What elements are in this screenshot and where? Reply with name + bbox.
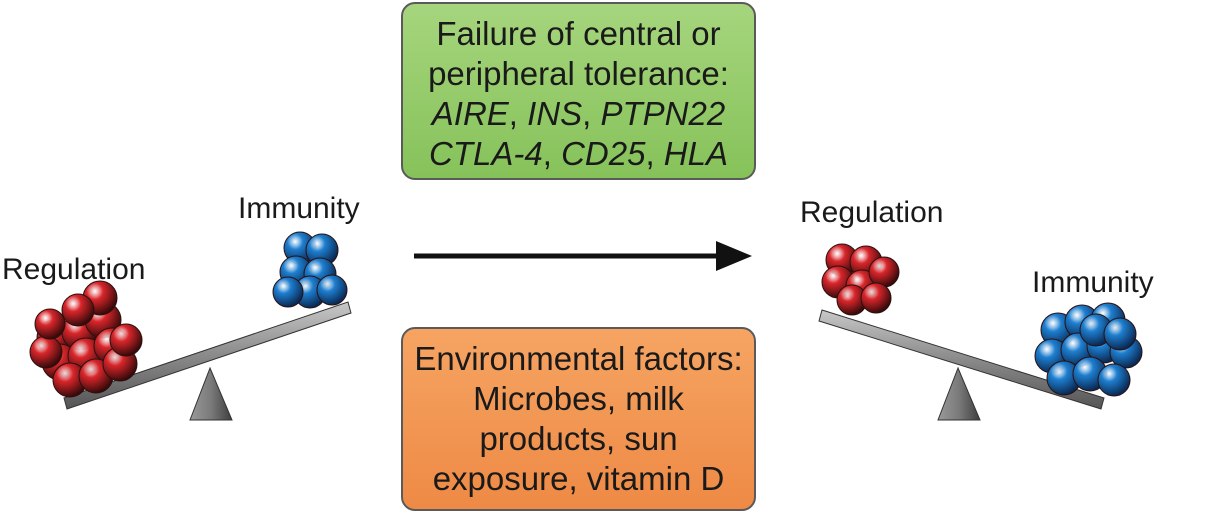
genetic-genes-row-1: AIRE, INS, PTPN22 bbox=[431, 95, 726, 132]
gene-ins: INS bbox=[527, 95, 583, 132]
right-immunity-label: Immunity bbox=[1032, 266, 1154, 299]
gene-hla: HLA bbox=[663, 135, 728, 172]
genetic-box-line-1: Failure of central or bbox=[436, 15, 721, 52]
regulation-cell bbox=[61, 293, 95, 327]
left-regulation-label: Regulation bbox=[2, 253, 146, 286]
genetic-genes-row-2: CTLA-4, CD25, HLA bbox=[429, 135, 728, 172]
fulcrum bbox=[189, 366, 233, 421]
immunity-cell bbox=[272, 276, 304, 308]
env-box-line-2: Microbes, milk bbox=[473, 380, 684, 417]
regulation-cell bbox=[109, 323, 143, 357]
immunity-cell bbox=[1103, 317, 1137, 351]
seesaw-beam bbox=[818, 309, 1105, 410]
right-regulation-label: Regulation bbox=[800, 196, 944, 229]
left-immunity-label: Immunity bbox=[238, 192, 360, 225]
gene-aire: AIRE bbox=[431, 95, 509, 132]
immunity-cell bbox=[316, 274, 348, 306]
fulcrum bbox=[937, 366, 981, 421]
immunity-cell bbox=[1097, 363, 1131, 397]
env-box-line-1: Environmental factors: bbox=[414, 340, 743, 377]
regulation-cell bbox=[868, 256, 900, 288]
env-box-line-3: products, sun bbox=[479, 420, 678, 457]
genetic-box-line-2: peripheral tolerance: bbox=[428, 55, 729, 92]
arrow-head bbox=[716, 241, 752, 271]
gene-ctla4: CTLA-4 bbox=[429, 135, 543, 172]
regulation-cell bbox=[860, 282, 892, 314]
seesaw-beam bbox=[63, 301, 352, 410]
gene-cd25: CD25 bbox=[561, 135, 646, 172]
gene-ptpn22: PTPN22 bbox=[600, 95, 726, 132]
env-box-line-4: exposure, vitamin D bbox=[432, 460, 725, 497]
genetic-factors-box: Failure of central or peripheral toleran… bbox=[401, 2, 756, 180]
regulation-cell bbox=[34, 308, 66, 340]
environmental-factors-box: Environmental factors: Microbes, milk pr… bbox=[401, 327, 756, 511]
